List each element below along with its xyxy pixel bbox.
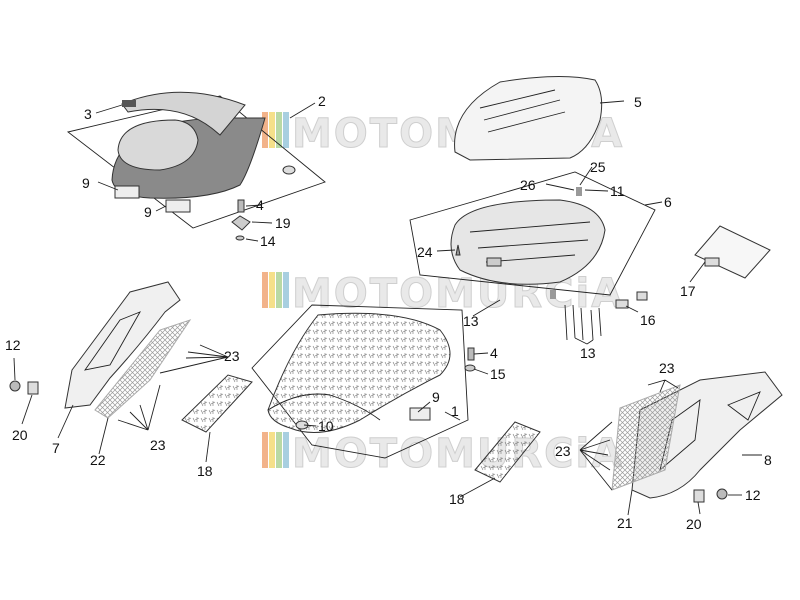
callout-9a: 9 <box>82 175 90 191</box>
callout-18a: 18 <box>197 463 213 479</box>
screw-12-right <box>716 488 728 500</box>
bush-16b <box>636 291 648 301</box>
callout-22: 22 <box>90 452 106 468</box>
callout-19: 19 <box>275 215 291 231</box>
callout-15: 15 <box>490 366 506 382</box>
screw-4b <box>467 347 475 361</box>
callout-26: 26 <box>520 177 536 193</box>
callout-13b: 13 <box>580 345 596 361</box>
callout-10: 10 <box>318 418 334 434</box>
screw-13 <box>550 290 556 299</box>
callout-4b: 4 <box>490 345 498 361</box>
callout-8: 8 <box>764 452 772 468</box>
watermark-bottom: MOTOMURCiA <box>262 431 624 478</box>
watermark-middle: MOTOMURCiA <box>262 271 623 318</box>
mesh-22 <box>94 319 192 419</box>
pad-18-right <box>474 421 541 483</box>
grab-handle <box>121 91 246 136</box>
callout-1: 1 <box>451 403 459 419</box>
callout-7: 7 <box>52 440 60 456</box>
callout-labels: 2 3 5 6 9 9 4 19 14 11 25 26 24 16 17 13… <box>5 93 772 532</box>
callout-2: 2 <box>318 93 326 109</box>
callout-20a: 20 <box>12 427 28 443</box>
screw-26 <box>576 187 582 196</box>
screw-24 <box>455 244 461 256</box>
watermark-text: MOTOMURCiA <box>292 431 624 477</box>
callout-4a: 4 <box>256 197 264 213</box>
leader-lines <box>13 100 762 516</box>
bush-20-left <box>27 381 39 395</box>
callout-11: 11 <box>610 183 625 199</box>
callout-16: 16 <box>640 312 656 328</box>
seat-cowl <box>454 75 603 161</box>
left-side-panel <box>9 281 192 419</box>
seat-tray-group <box>409 171 656 341</box>
bracket-19 <box>231 215 251 231</box>
callout-18b: 18 <box>449 491 465 507</box>
passenger-seat-group <box>66 91 326 241</box>
callout-9c: 9 <box>432 389 440 405</box>
rider-seat-group <box>251 304 476 459</box>
callout-9b: 9 <box>144 204 152 220</box>
buffer <box>282 165 296 175</box>
callout-23b: 23 <box>150 437 166 453</box>
screws-13 <box>564 304 602 341</box>
tray-clip <box>486 257 502 267</box>
screw-4 <box>237 199 245 213</box>
callout-23a: 23 <box>224 348 240 364</box>
callout-20b: 20 <box>686 516 702 532</box>
screw-12-left <box>9 380 21 392</box>
bush-20-right <box>693 489 705 503</box>
callout-5: 5 <box>634 94 642 110</box>
rubber-pad-9b <box>165 199 191 213</box>
callout-21: 21 <box>617 515 633 531</box>
pad-18-left <box>181 374 253 433</box>
handle-clip <box>122 100 136 107</box>
group-outline <box>251 304 469 459</box>
rubber-pad-9a <box>114 185 140 199</box>
callout-17: 17 <box>680 283 696 299</box>
callout-23c: 23 <box>659 360 675 376</box>
callout-23d: 23 <box>555 443 571 459</box>
callout-6: 6 <box>664 194 672 210</box>
plate-17 <box>694 225 771 279</box>
washer-14 <box>235 235 245 241</box>
group-outline <box>409 171 656 296</box>
callout-3: 3 <box>84 106 92 122</box>
callout-12a: 12 <box>5 337 21 353</box>
callout-24: 24 <box>417 244 433 260</box>
callout-12b: 12 <box>745 487 761 503</box>
passenger-seat-pad <box>117 119 199 171</box>
callout-13a: 13 <box>463 313 479 329</box>
mesh-21 <box>611 384 681 491</box>
nut-15 <box>464 364 476 372</box>
callout-25: 25 <box>590 159 606 175</box>
bush-16a <box>615 299 629 309</box>
right-side-panel <box>611 371 783 503</box>
callout-14: 14 <box>260 233 276 249</box>
rubber-pad-9c <box>409 407 431 421</box>
